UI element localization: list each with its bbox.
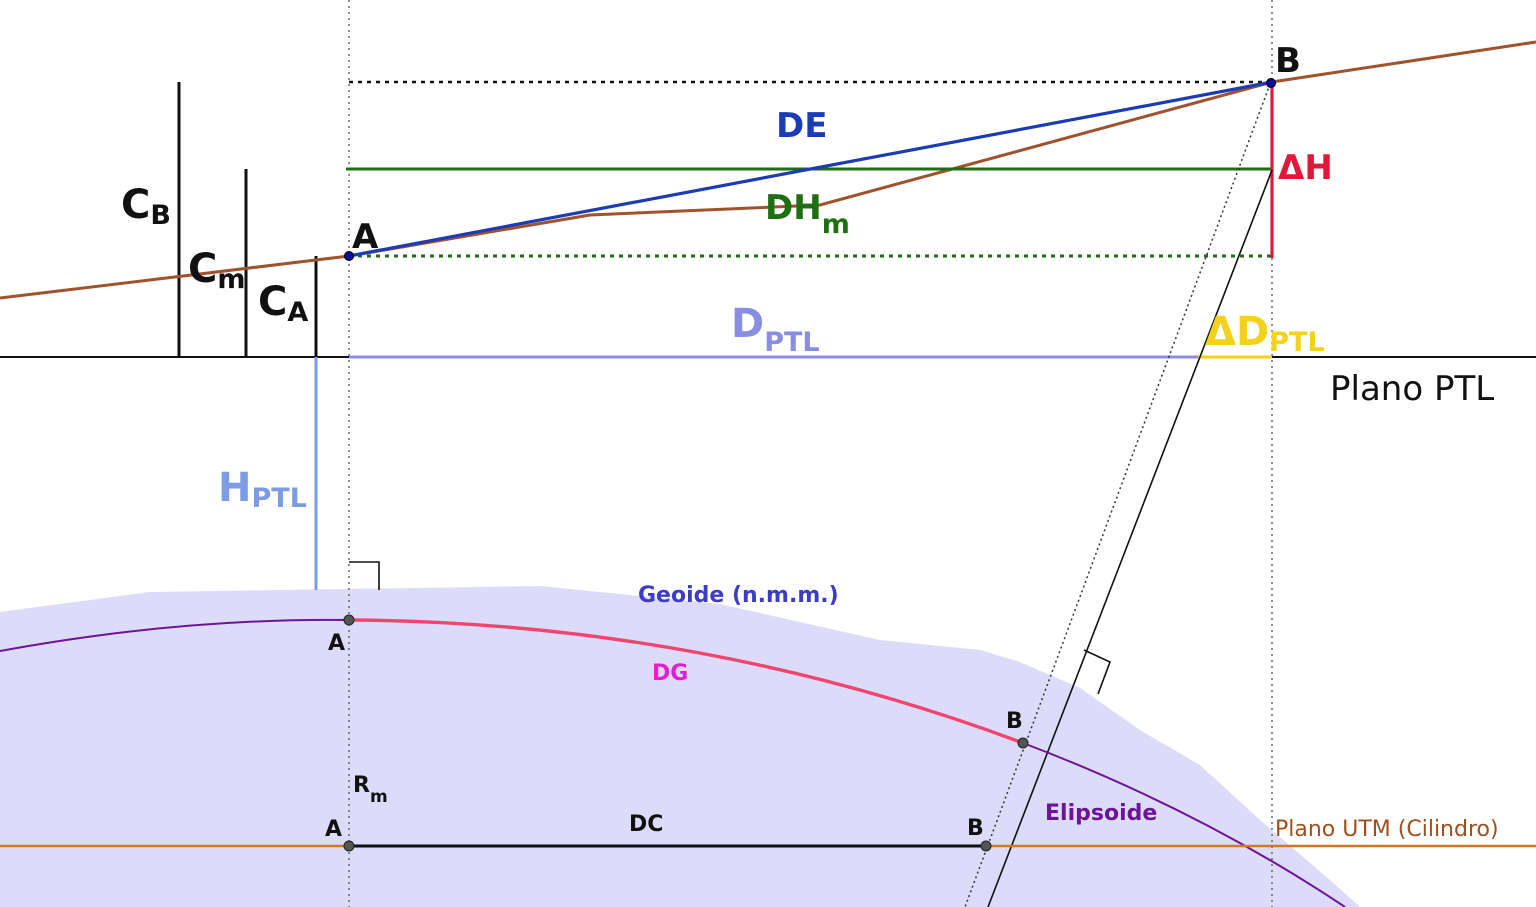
point-a-terrain	[344, 251, 354, 261]
label-delta-h: ΔH	[1278, 148, 1333, 188]
label-dptl-main: D	[731, 301, 764, 347]
label-rm-sub: m	[370, 787, 388, 807]
label-b-geoid: B	[1006, 709, 1023, 734]
label-plano-ptl: Plano PTL	[1330, 369, 1494, 409]
label-point-b: B	[1275, 41, 1301, 81]
point-a-utm	[343, 840, 355, 852]
label-cm: Cm	[188, 246, 246, 295]
point-b-terrain	[1266, 78, 1276, 88]
label-dh-main: DH	[765, 188, 822, 228]
point-a-geoid	[343, 614, 355, 626]
label-hptl: HPTL	[218, 465, 307, 514]
label-dc: DC	[629, 812, 663, 837]
label-dptl-sub: PTL	[764, 327, 819, 358]
label-dh: DHm	[765, 188, 850, 240]
label-b-utm: B	[967, 816, 984, 841]
point-b-utm	[980, 840, 992, 852]
label-delta-dptl-sub: PTL	[1269, 327, 1324, 358]
label-hptl-main: H	[218, 465, 251, 511]
dg-arc	[348, 618, 1024, 745]
label-dptl: DPTL	[731, 301, 820, 358]
point-b-geoid	[1017, 737, 1029, 749]
terrain-line	[0, 40, 1536, 300]
right-angle-b	[1083, 649, 1112, 695]
label-elipsoide: Elipsoide	[1045, 801, 1157, 826]
label-de: DE	[776, 106, 827, 146]
label-rm: Rm	[353, 773, 388, 807]
label-geoide: Geoide (n.m.m.)	[638, 583, 839, 608]
label-delta-dptl: ΔDPTL	[1205, 309, 1325, 358]
label-cb: CB	[121, 182, 171, 231]
label-a-geoid: A	[328, 631, 345, 656]
label-a-utm: A	[325, 817, 342, 842]
radial-dotted-b	[964, 83, 1271, 907]
de-line	[348, 80, 1273, 258]
label-ca: CA	[258, 279, 308, 328]
label-delta-dptl-main: ΔD	[1205, 309, 1269, 355]
label-ca-main: C	[258, 279, 287, 325]
radial-solid-b	[987, 169, 1273, 907]
label-cb-sub: B	[150, 200, 171, 231]
label-cm-sub: m	[217, 264, 245, 295]
label-cm-main: C	[188, 246, 217, 292]
label-cb-main: C	[121, 182, 150, 228]
geoid-area	[0, 586, 1360, 907]
label-rm-main: R	[353, 773, 370, 798]
label-dg: DG	[652, 661, 688, 686]
label-plano-utm: Plano UTM (Cilindro)	[1275, 817, 1499, 842]
label-dh-sub: m	[822, 209, 850, 240]
label-hptl-sub: PTL	[251, 483, 306, 514]
label-ca-sub: A	[287, 297, 308, 328]
right-angle-a	[349, 561, 380, 590]
label-point-a: A	[352, 217, 379, 257]
